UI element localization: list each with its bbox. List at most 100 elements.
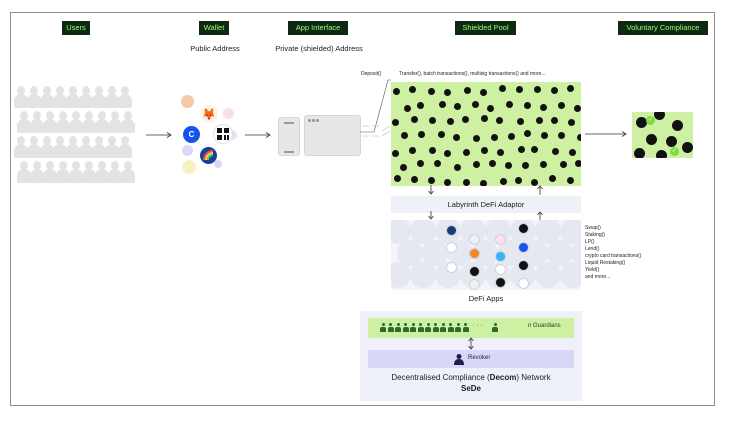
pool-dot [491,134,499,142]
user-silhouette [108,111,122,133]
user-silhouette [53,86,67,108]
pool-dot [437,130,445,138]
pool-dot [417,131,425,139]
pool-dot [453,102,461,110]
guardian-icon [447,323,454,332]
network-title-prefix: Decentralised Compliance ( [391,373,490,382]
pool-dot [499,85,507,93]
pool-dot [443,89,451,97]
pool-dot [568,119,576,127]
browser-dot [308,119,311,122]
guardian-ellipsis: · · · [472,322,483,329]
guardian-icon [417,323,424,332]
user-silhouette [66,86,80,108]
guardian-icon [410,323,416,332]
pool-dot [488,160,496,168]
defi-app-icon [446,225,457,236]
users-crowd [14,86,142,190]
pool-dot [558,101,566,109]
user-silhouette [14,86,28,108]
header-shielded-pool: Shielded Pool [455,21,516,35]
defi-app-icon [518,278,529,289]
header-wallet: Wallet [199,21,229,35]
user-silhouette [105,136,119,158]
pool-functions-label: Transfer(), batch transactions(), multis… [399,71,546,77]
guardian-icon [425,323,431,332]
pool-dot [428,147,436,155]
browser-window-icon [304,115,361,156]
mobile-app-icon [278,117,300,156]
app-bubble [560,262,581,288]
user-silhouette [27,86,41,108]
deposit-connector [360,79,391,137]
pool-dot [535,116,543,124]
wallet-subheader: Public Address [190,44,240,53]
guardians-bar: · · · n Guardians [368,318,574,338]
arrow-adaptor-to-pool [537,185,543,195]
defi-app-icon [495,234,506,245]
user-silhouette [56,111,70,133]
compliance-pool-area: ✓✓ [632,112,693,158]
defi-app-icon [518,260,529,271]
pool-dot [480,115,488,123]
pool-dot [487,104,495,112]
arrow-wallet-to-app [245,132,271,138]
pool-dot [417,160,425,168]
user-silhouette [27,136,41,158]
defi-app-icon [469,279,480,290]
pool-dot [569,149,577,157]
grid-wallet-icon [213,124,233,144]
decor-circle [182,145,193,156]
user-silhouette [14,136,28,158]
defi-function-item: and more... [585,274,611,280]
guardian-icon [432,323,439,332]
wallet-cluster: 🦊 C [176,92,242,178]
pool-dot [656,150,667,158]
pool-dot [682,142,693,153]
pool-dot [452,133,460,141]
defi-function-item: Swap() [585,225,601,231]
pool-dot [394,175,402,183]
pool-dot [408,146,416,154]
arrow-users-to-wallet [146,132,172,138]
guardian-icon [455,323,461,332]
pool-dot [463,149,471,157]
shielded-pool-area [391,82,581,186]
pool-dot [534,85,542,93]
pool-dot [634,148,645,158]
pool-dot [473,134,481,142]
user-silhouette [69,111,83,133]
pool-dot [392,149,400,157]
pool-dot [479,88,487,96]
app-bubble [572,240,581,266]
browser-dot [312,119,315,122]
user-silhouette [95,111,109,133]
guardian-icon [402,323,409,332]
defi-function-item: crypto card transactions() [585,253,642,259]
guardian-icon [380,323,386,332]
arrow-guardians-revoker [468,337,474,350]
pool-dot [496,117,504,125]
guardian-icon [492,323,498,332]
check-icon: ✓ [646,116,655,125]
defi-adaptor-box: Labyrinth DeFi Adaptor [391,196,581,213]
user-silhouette [66,136,80,158]
browser-dot [316,119,319,122]
arrow-adaptor-to-apps [428,211,434,220]
pool-dot [463,178,471,186]
arrow-pool-to-compliance [585,131,627,137]
pool-dot [428,177,436,185]
arrow-apps-to-adaptor [537,211,543,220]
app-interface-subheader: Private (shielded) Address [275,44,363,53]
pool-dot [496,148,504,156]
revoker-label: Revoker [468,355,491,361]
app-bubble [560,220,581,244]
user-silhouette [121,161,135,183]
user-silhouette [92,86,106,108]
decor-circle [181,95,194,108]
pool-dot [636,117,647,128]
revoker-bar: Revoker [368,350,574,368]
network-title-suffix: ) Network [516,373,551,382]
pool-dot [403,104,411,112]
guardian-icon [440,323,446,332]
